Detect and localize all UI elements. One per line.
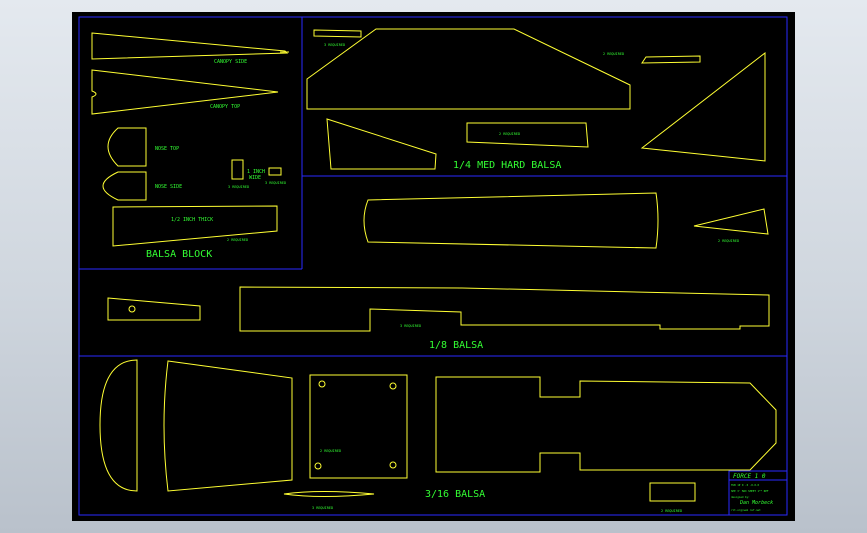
req-label: 3 REQUIRED (265, 181, 286, 185)
req-label: 2 REQUIRED (603, 52, 624, 56)
sheet-frame (78, 16, 788, 516)
fuselage-side-part (363, 192, 659, 249)
section-title-three-sixteenth: 3/16 BALSA (425, 489, 485, 500)
mount-hole (314, 462, 322, 470)
req-label: 3 REQUIRED (400, 324, 421, 328)
req-label: 2 REQUIRED (320, 449, 341, 453)
nose-cap-part (99, 359, 138, 492)
wing-panel-part (306, 28, 631, 110)
med-hard-parts (306, 28, 766, 170)
nose-top-part (107, 127, 147, 167)
med-hard-labels: 3 REQUIRED 2 REQUIRED 2 REQUIRED 1/4 MED… (324, 43, 624, 171)
req-label: 2 REQUIRED (499, 132, 520, 136)
small-plate-part (649, 482, 696, 502)
title-block-designer: Dan Morbeck (739, 500, 773, 506)
mount-plate-part (309, 374, 408, 479)
req-label: 3 REQUIRED (312, 506, 333, 510)
side-plate-part (326, 118, 437, 170)
inch-wide-label-1: 1 INCH (247, 169, 265, 175)
nose-side-label: NOSE SIDE (155, 184, 182, 190)
airfoil-part (283, 491, 375, 497)
title-block-line3: designed by: (731, 495, 750, 499)
vertical-fin-part (640, 51, 766, 162)
arm-part (107, 297, 201, 321)
section-title-balsa-block: BALSA BLOCK (146, 249, 212, 260)
mount-hole (318, 380, 326, 388)
req-label: 3 REQUIRED (228, 185, 249, 189)
tiny-block-part (268, 167, 282, 176)
canopy-side-label: CANOPY SIDE (214, 59, 247, 65)
three-sixteenth-labels: 2 REQUIRED 3 REQUIRED 2 REQUIRED 3/16 BA… (312, 449, 682, 513)
inch-wide-label-2: WIDE (249, 175, 261, 181)
section-title-med-hard: 1/4 MED HARD BALSA (453, 160, 561, 171)
req-label: 3 REQUIRED (324, 43, 345, 47)
section-title-eighth: 1/8 BALSA (429, 340, 483, 351)
nose-side-part (102, 171, 147, 201)
mount-hole (389, 461, 397, 469)
req-label: 2 REQUIRED (661, 509, 682, 513)
canopy-top-label: CANOPY TOP (210, 104, 240, 110)
req-label: 2 REQUIRED (227, 238, 248, 242)
eighth-parts (107, 192, 770, 332)
canopy-top-part (91, 69, 279, 115)
small-triangle-part (693, 208, 769, 235)
small-block-part (231, 159, 244, 180)
three-sixteenth-parts (99, 359, 777, 502)
nose-top-label: NOSE TOP (155, 146, 179, 152)
title-block-title: FORCE 1 0 (733, 473, 766, 480)
eighth-labels: 2 REQUIRED 3 REQUIRED 1/8 BALSA (400, 239, 739, 351)
short-strip-part (641, 55, 701, 64)
title-block: FORCE 1 0 TUB 1P 0 .0 .0.0.0 SPE 3' MAX … (728, 470, 788, 516)
small-strip-part (313, 29, 362, 38)
bolt-hole (128, 305, 136, 313)
strap-part (466, 122, 589, 148)
req-label: 2 REQUIRED (718, 239, 739, 243)
drawing-sheet (72, 12, 795, 521)
balsa-block-parts (91, 32, 289, 247)
balsa-block-labels: CANOPY SIDE CANOPY TOP NOSE TOP NOSE SID… (146, 59, 286, 260)
canopy-side-part (91, 32, 289, 60)
long-spar-part (239, 286, 770, 332)
half-inch-block-part (112, 205, 278, 247)
tail-boom-part (435, 376, 777, 473)
fuselage-former-part (163, 360, 293, 492)
mount-hole (389, 382, 397, 390)
title-block-line1: TUB 1P 0 .0 .0.0.0 (731, 483, 760, 487)
half-inch-thick-label: 1/2 INCH THICK (171, 217, 213, 223)
title-block-line2: SPE 3' MAX SHEET 1** REF (731, 489, 769, 493)
title-block-line4: rlt.org/web ref.net (731, 508, 761, 512)
